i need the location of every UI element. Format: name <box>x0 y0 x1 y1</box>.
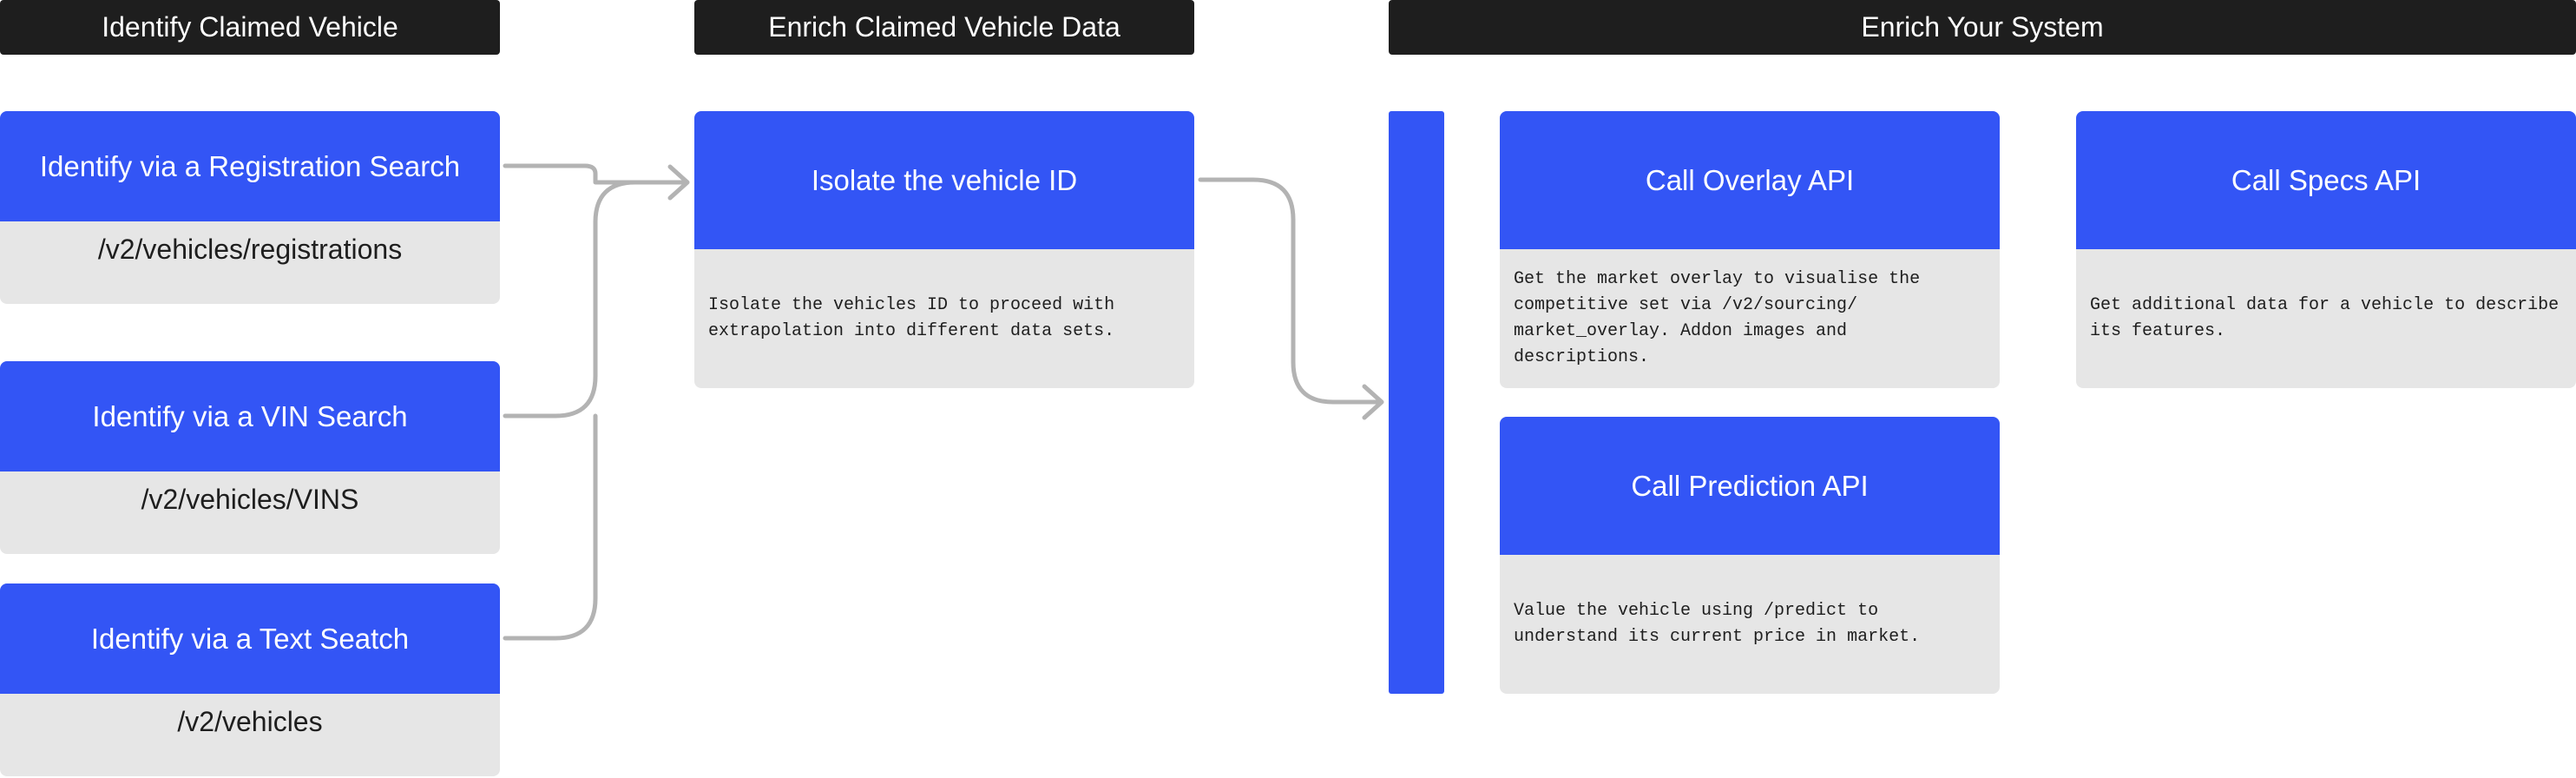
specs-description: Get additional data for a vehicle to des… <box>2076 249 2576 388</box>
connector-vin-to-isolate <box>503 180 688 419</box>
identify-text-button[interactable]: Identify via a Text Seatch <box>0 584 500 694</box>
system-entry-bar <box>1389 111 1444 694</box>
endpoint-registrations: /v2/vehicles/registrations <box>0 221 500 304</box>
connector-text-to-isolate <box>503 413 598 641</box>
header-identify-claimed-vehicle: Identify Claimed Vehicle <box>0 0 500 55</box>
isolate-description: Isolate the vehicles ID to proceed with … <box>694 249 1194 388</box>
prediction-description: Value the vehicle using /predict to unde… <box>1500 555 2000 694</box>
header-enrich-claimed-vehicle-data: Enrich Claimed Vehicle Data <box>694 0 1194 55</box>
endpoint-vins: /v2/vehicles/VINS <box>0 471 500 554</box>
overlay-description: Get the market overlay to visualise the … <box>1500 249 2000 388</box>
connector-isolate-to-system <box>1198 177 1383 405</box>
identify-registration-button[interactable]: Identify via a Registration Search <box>0 111 500 221</box>
arrowhead-system <box>1362 384 1384 420</box>
call-specs-api-button[interactable]: Call Specs API <box>2076 111 2576 249</box>
isolate-vehicle-id-button[interactable]: Isolate the vehicle ID <box>694 111 1194 249</box>
header-enrich-your-system: Enrich Your System <box>1389 0 2576 55</box>
call-overlay-api-button[interactable]: Call Overlay API <box>1500 111 2000 249</box>
connector-registration-to-isolate <box>503 163 688 185</box>
endpoint-vehicles: /v2/vehicles <box>0 694 500 776</box>
identify-vin-button[interactable]: Identify via a VIN Search <box>0 361 500 471</box>
call-prediction-api-button[interactable]: Call Prediction API <box>1500 417 2000 555</box>
arrowhead-isolate <box>667 164 690 201</box>
